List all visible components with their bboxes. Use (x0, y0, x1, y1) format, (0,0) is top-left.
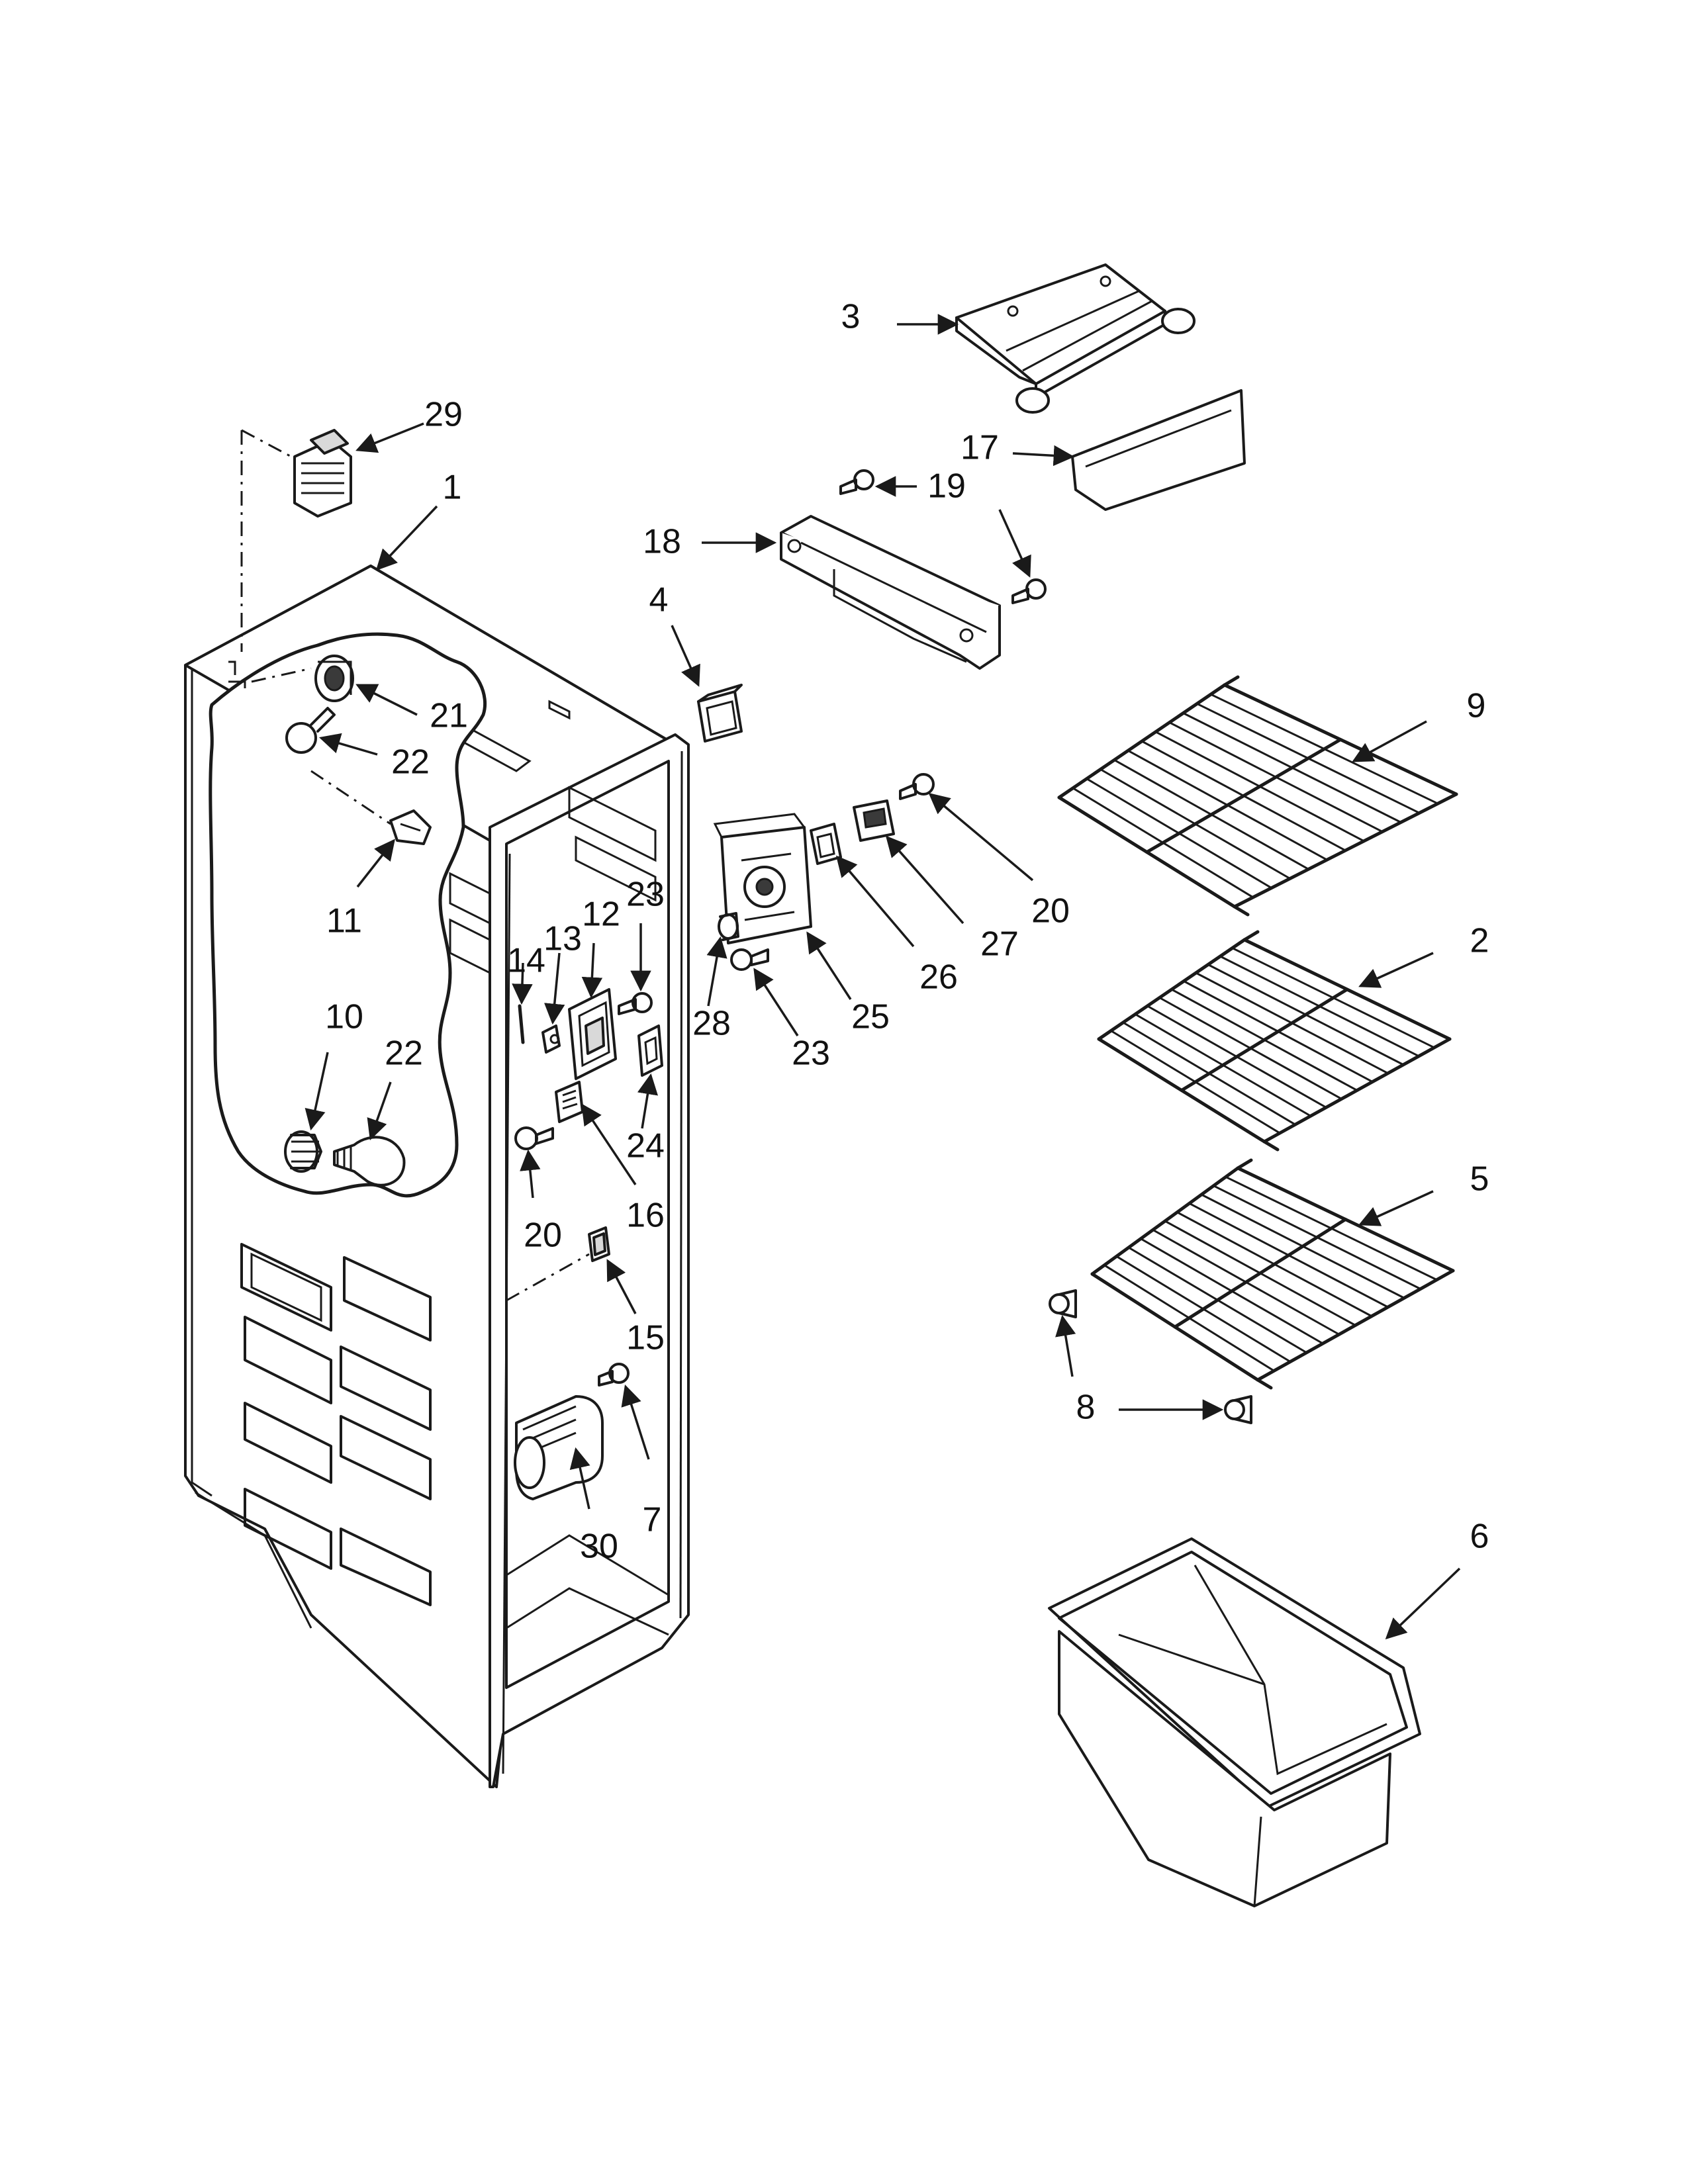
part-14-pin (518, 1004, 525, 1044)
part-15-connector (588, 1226, 610, 1262)
callout-5: 5 (1470, 1160, 1489, 1199)
part-25-control-housing (713, 813, 812, 944)
part-8-shelf-support-upper (1049, 1289, 1077, 1318)
part-5-wire-shelf (1090, 1158, 1455, 1390)
callout-2: 2 (1470, 922, 1489, 960)
callout-11: 11 (326, 902, 362, 940)
callout-27: 27 (980, 925, 1019, 964)
callout-10: 10 (325, 998, 363, 1036)
callout-19: 19 (927, 467, 966, 506)
part-23-screw-right (730, 948, 769, 971)
part-12-housing (568, 988, 617, 1080)
part-22-bulb-upper (285, 707, 336, 754)
callout-13: 13 (543, 920, 582, 958)
part-26-bracket (810, 823, 842, 865)
part-4-bracket (697, 684, 743, 743)
callout-24: 24 (626, 1127, 665, 1165)
part-29-clip (293, 429, 352, 518)
callout-16: 16 (626, 1197, 665, 1235)
callout-25: 25 (851, 998, 890, 1036)
cutaway-outline (209, 632, 487, 1198)
part-19-screw-lower (1011, 578, 1047, 604)
mount-tabs (228, 660, 246, 688)
part-13-switch (541, 1024, 561, 1054)
part-20-screw-right (899, 773, 935, 800)
leader-lines (305, 314, 1461, 1640)
part-21-socket (314, 655, 354, 702)
callout-8: 8 (1076, 1388, 1096, 1427)
part-3-hinge-cover (955, 263, 1196, 414)
callout-28: 28 (692, 1005, 731, 1043)
callout-labels: 3 17 19 18 4 29 1 21 22 11 10 22 14 13 1… (325, 298, 1489, 1566)
part-10-socket (284, 1130, 322, 1173)
callout-17: 17 (961, 429, 999, 467)
assembly-line-29b (241, 429, 292, 458)
callout-22-upper: 22 (391, 743, 430, 782)
callout-21: 21 (430, 697, 468, 735)
callout-23-left: 23 (626, 876, 665, 914)
callout-9: 9 (1467, 687, 1486, 725)
callout-4: 4 (649, 581, 669, 619)
part-24-bracket (637, 1024, 663, 1077)
part-28-knob (718, 912, 739, 941)
callout-14: 14 (507, 942, 545, 980)
callout-18: 18 (643, 523, 681, 561)
part-19-screw-upper (839, 469, 874, 495)
callout-15: 15 (626, 1319, 665, 1357)
part-8-shelf-support-lower (1224, 1395, 1252, 1424)
part-18-housing (780, 515, 1001, 670)
part-23-screw-left (618, 992, 653, 1015)
part-17-cover-panel (1071, 389, 1246, 511)
callout-20-right: 20 (1031, 892, 1070, 931)
callout-30: 30 (580, 1527, 618, 1566)
callout-29: 29 (424, 396, 463, 434)
assembly-line-21 (251, 667, 312, 683)
part-20-screw-left (514, 1126, 554, 1150)
callout-7: 7 (643, 1501, 662, 1539)
part-2-wire-shelf (1097, 930, 1452, 1152)
callout-26: 26 (919, 958, 958, 997)
part-11-light-shield (389, 809, 432, 845)
callout-12: 12 (582, 895, 620, 934)
callout-20-left: 20 (524, 1216, 562, 1255)
part-27-board (853, 799, 895, 842)
part-9-wire-shelf (1057, 675, 1458, 917)
callout-3: 3 (841, 298, 861, 336)
callout-1: 1 (443, 469, 462, 507)
part-6-storage-bin (1048, 1537, 1421, 1907)
callout-6: 6 (1470, 1518, 1489, 1556)
callout-22-lower: 22 (385, 1034, 423, 1073)
part-7-screw (598, 1363, 630, 1387)
callout-23-right: 23 (792, 1034, 830, 1073)
